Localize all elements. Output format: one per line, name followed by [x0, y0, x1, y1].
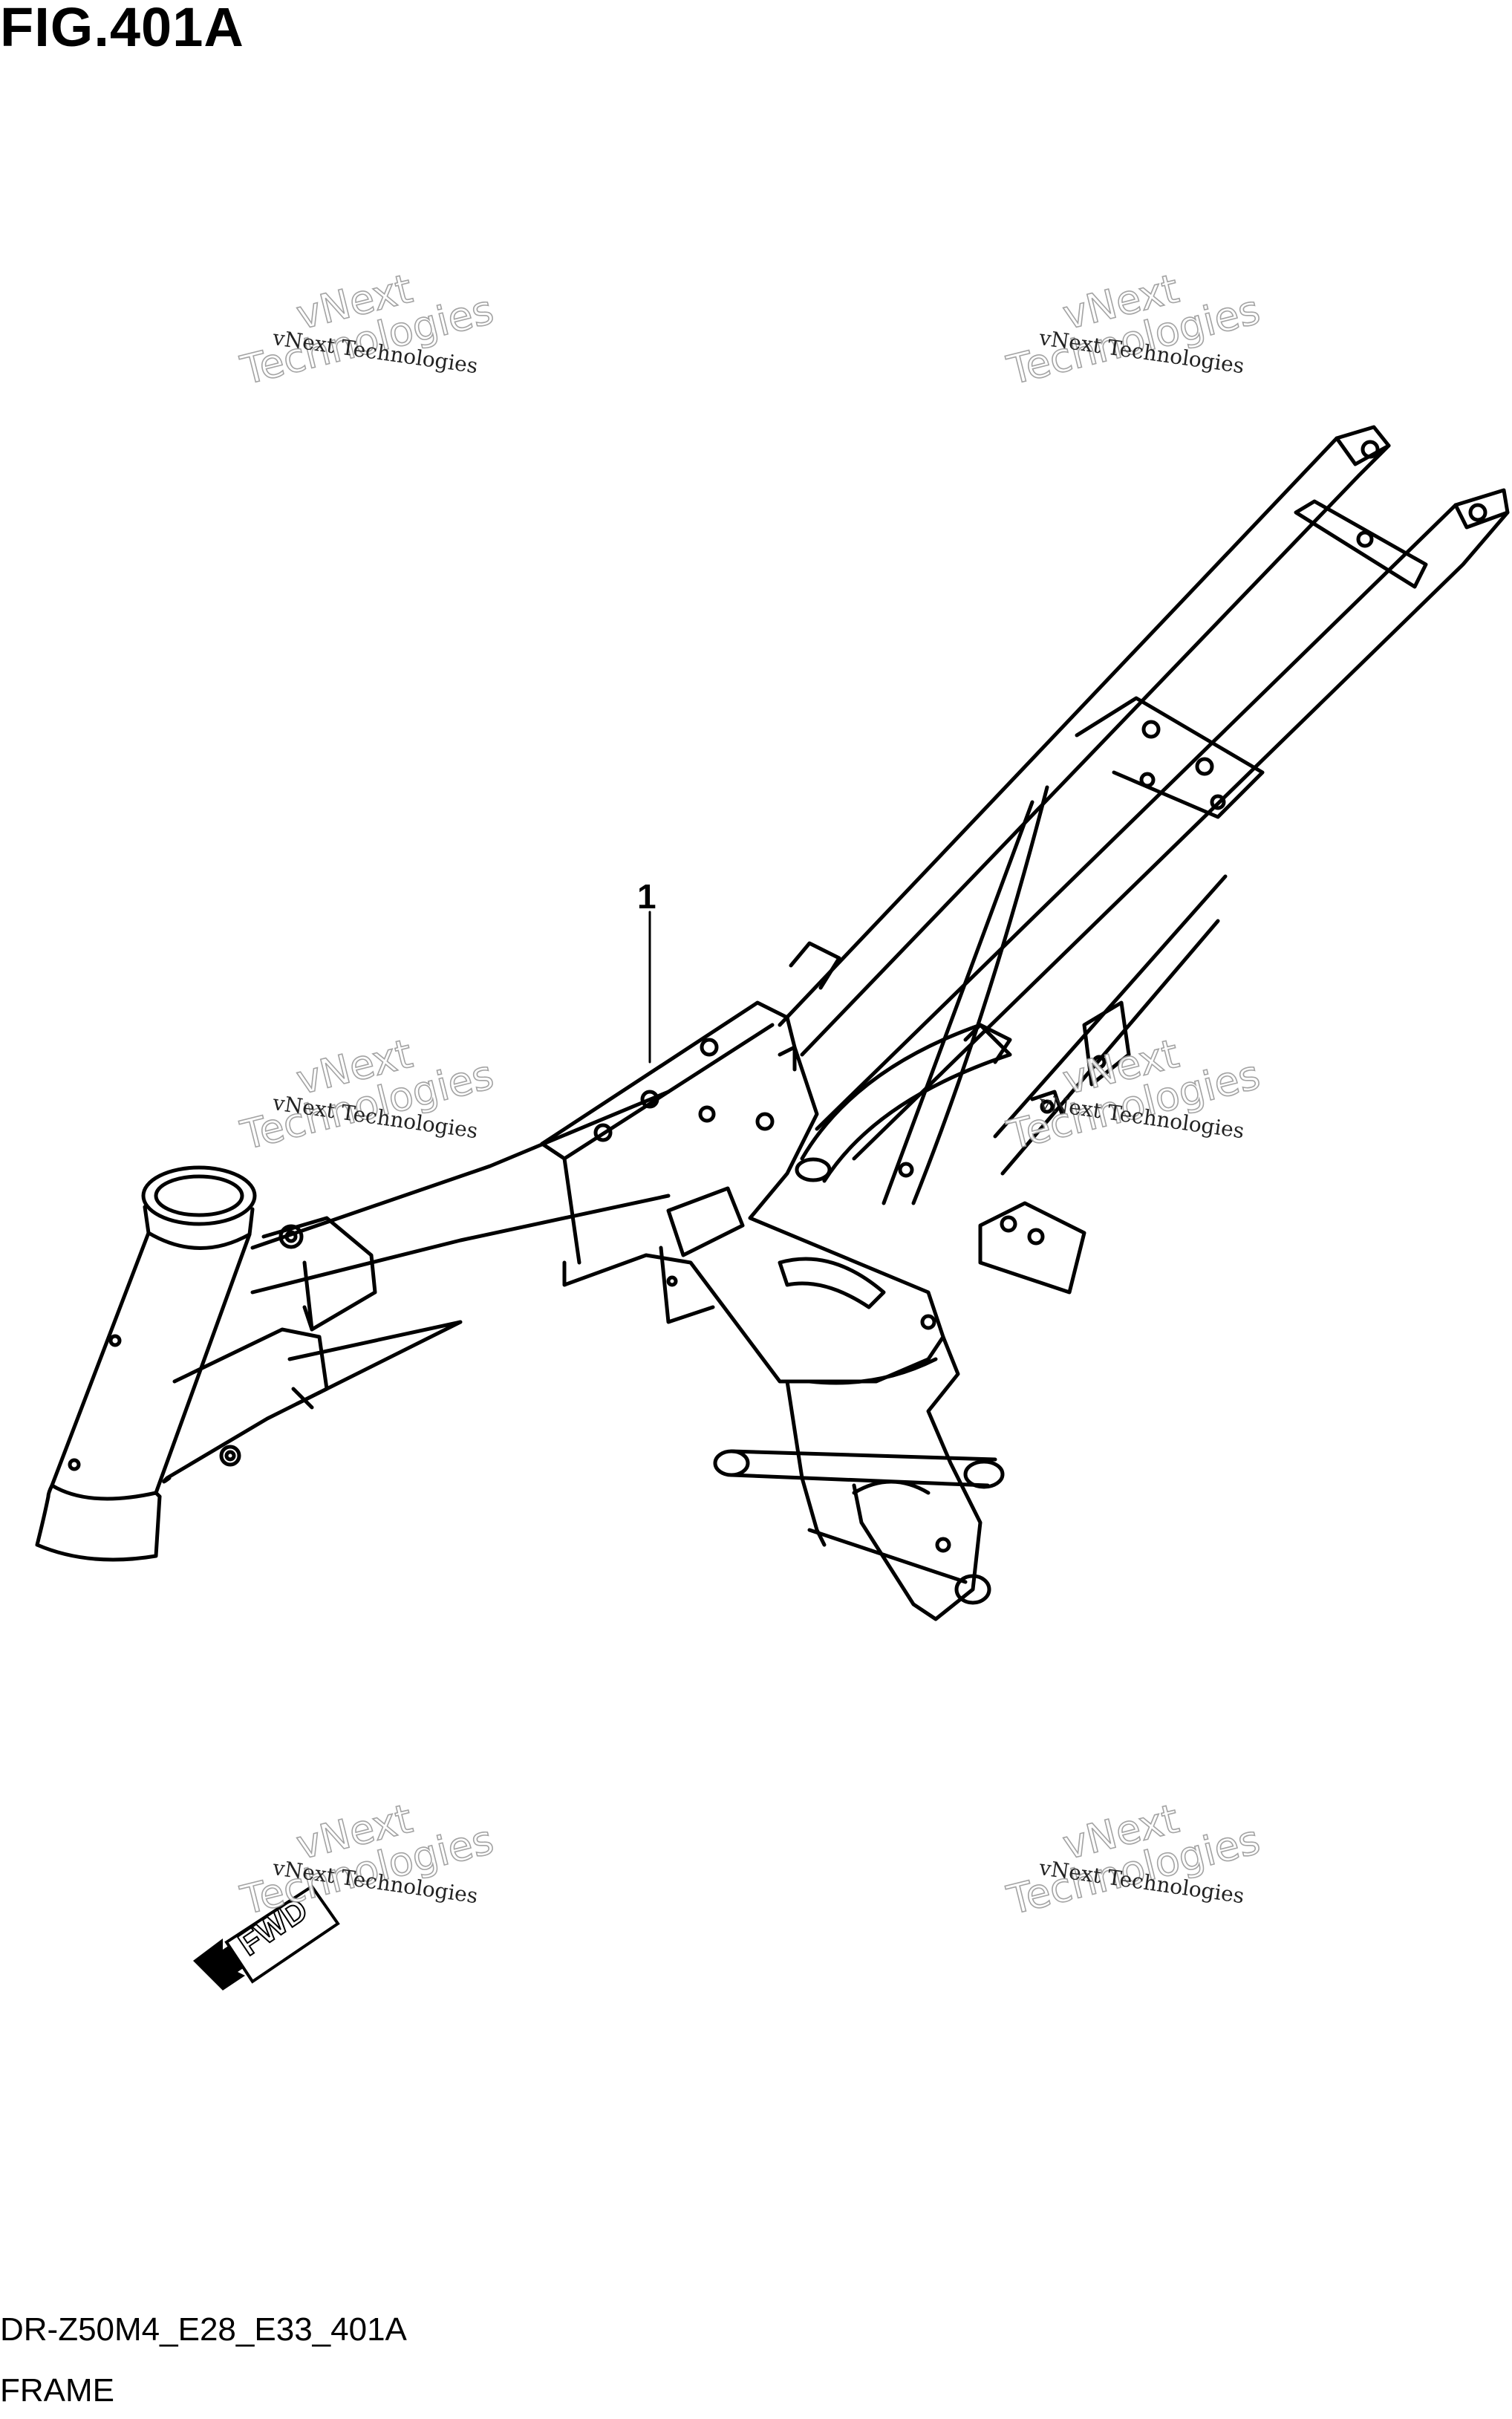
fwd-arrow-icon [193, 1884, 340, 1990]
pivot-shaft [713, 1357, 1005, 1605]
head-gusset [162, 1320, 463, 1484]
backbone [789, 941, 1012, 1183]
seat-stays [882, 785, 1228, 1205]
tube-bracket [261, 1216, 377, 1332]
diagram-name: FRAME [0, 2372, 114, 2409]
diagram-code: DR-Z50M4_E28_E33_401A [0, 2311, 407, 2348]
pivot-plate [659, 1186, 983, 1621]
center-plate [540, 1000, 945, 1384]
figure-title: FIG.401A [0, 0, 244, 58]
rear-crossmember [1294, 499, 1428, 589]
head-tube [35, 1165, 257, 1562]
upper-rails [778, 425, 1510, 1161]
part-number-label: 1 [637, 877, 656, 916]
engine-mounts [898, 1000, 1131, 1295]
mid-crossmember [1075, 696, 1265, 819]
